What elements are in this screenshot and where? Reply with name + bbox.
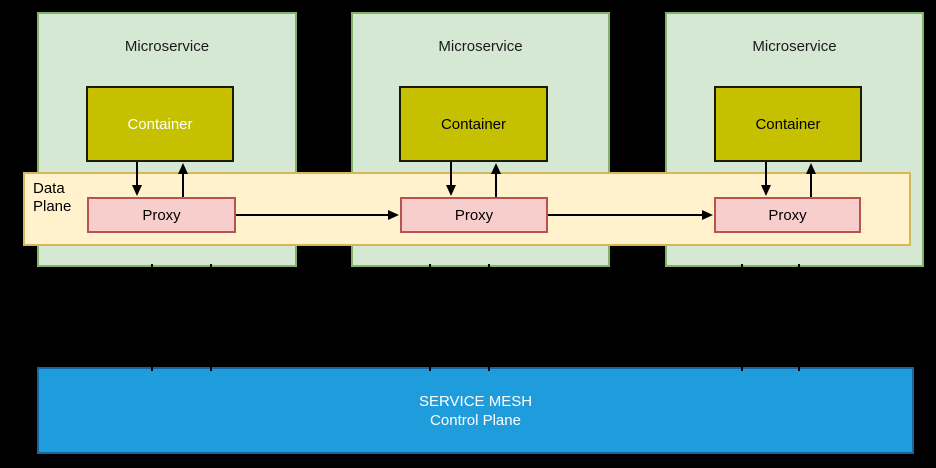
container-box-3: Container <box>714 86 862 162</box>
proxy1-to-proxy2-arrow <box>236 214 389 216</box>
arrowhead-up-icon <box>491 163 501 174</box>
container-to-proxy-arrow-3 <box>765 162 767 186</box>
proxy2-to-proxy3-arrow <box>548 214 703 216</box>
control-plane-subtitle: Control Plane <box>430 411 521 429</box>
microservice-label: Microservice <box>752 38 837 55</box>
container-box-1: Container <box>86 86 234 162</box>
control-plane-title: SERVICE MESH <box>418 392 533 410</box>
controlplane-to-proxy1-line <box>210 264 212 371</box>
proxy-box-2: Proxy <box>400 197 548 233</box>
arrowhead-up-icon <box>178 163 188 174</box>
proxy-to-container-arrow-1 <box>182 174 184 197</box>
arrowhead-down-icon <box>132 185 142 196</box>
proxy-to-container-arrow-3 <box>810 174 812 197</box>
arrowhead-down-icon <box>446 185 456 196</box>
container-to-proxy-arrow-1 <box>136 162 138 186</box>
arrowhead-down-icon <box>761 185 771 196</box>
proxy3-to-controlplane-line <box>741 264 743 371</box>
control-plane-box: SERVICE MESH Control Plane <box>37 367 914 454</box>
proxy-box-3: Proxy <box>714 197 861 233</box>
proxy-box-1: Proxy <box>87 197 236 233</box>
microservice-label: Microservice <box>124 38 210 55</box>
container-box-2: Container <box>399 86 548 162</box>
controlplane-to-proxy3-line <box>798 264 800 371</box>
arrowhead-up-icon <box>806 163 816 174</box>
proxy1-to-controlplane-line <box>151 264 153 371</box>
controlplane-to-proxy2-line <box>488 264 490 371</box>
arrowhead-right-icon <box>702 210 713 220</box>
proxy-to-container-arrow-2 <box>495 174 497 197</box>
container-to-proxy-arrow-2 <box>450 162 452 186</box>
proxy2-to-controlplane-line <box>429 264 431 371</box>
arrowhead-right-icon <box>388 210 399 220</box>
data-plane-label: Data Plane <box>33 180 72 215</box>
microservice-label: Microservice <box>438 38 523 55</box>
